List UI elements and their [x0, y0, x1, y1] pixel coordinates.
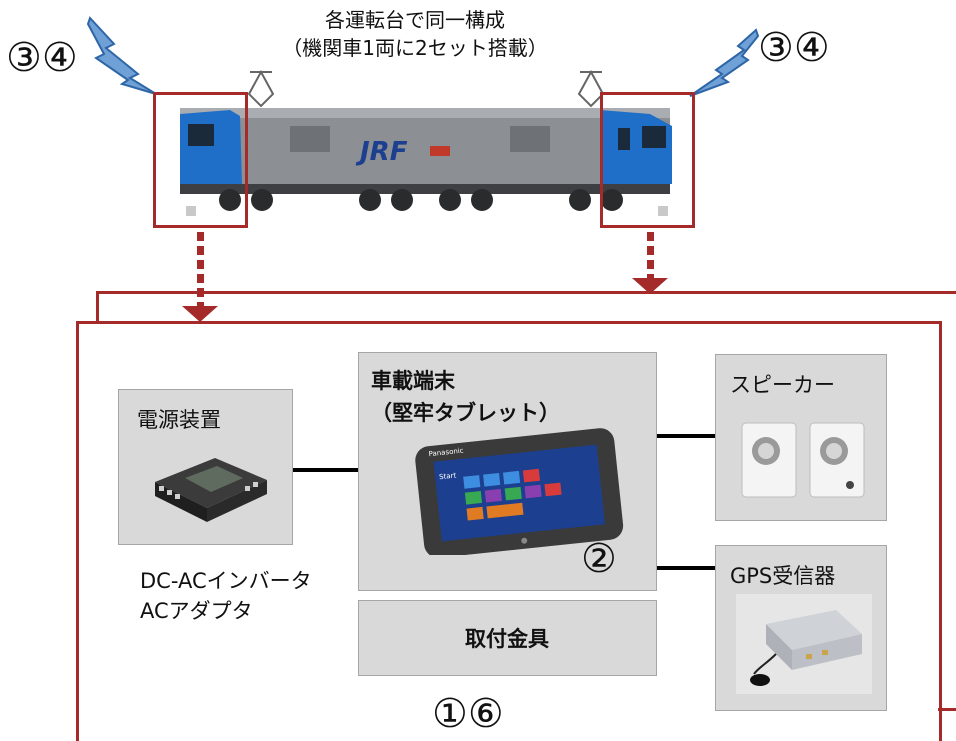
- wireless-signal-right-icon: [689, 28, 760, 97]
- wireless-signal-left-icon: [86, 16, 157, 95]
- power-unit-box: 電源装置: [118, 389, 293, 545]
- back-frame: [96, 291, 956, 321]
- top-caption: 各運転台で同一構成 （機関車1両に2セット搭載）: [250, 6, 580, 62]
- gps-label: GPS受信器: [730, 564, 836, 588]
- connector-left-dashed: [197, 232, 204, 308]
- gps-receiver-image: [736, 594, 872, 694]
- mount-box: 取付金具: [358, 600, 657, 676]
- antenna-label-left: ③④: [6, 35, 78, 81]
- power-unit-image: [155, 458, 267, 522]
- tablet-number: ②: [581, 536, 617, 582]
- tablet-title-line-2: （堅牢タブレット）: [371, 401, 560, 425]
- line-power-to-tablet: [293, 468, 358, 472]
- cab-frame-left: [153, 92, 248, 228]
- power-unit-title: 電源装置: [137, 408, 221, 432]
- arrowhead-right: [632, 278, 668, 294]
- locomotive-illustration: JRF: [180, 69, 672, 216]
- arrowhead-left: [182, 306, 218, 322]
- power-unit-sub-line-2: ACアダプタ: [140, 599, 253, 623]
- speaker-box: スピーカー: [715, 354, 887, 521]
- connector-right-dashed: [647, 232, 654, 280]
- front-frame: [76, 321, 942, 741]
- tablet-box: 車載端末 （堅牢タブレット） Start Panasonic ②: [358, 352, 657, 591]
- mount-label: 取付金具: [465, 627, 549, 651]
- caption-line-2: （機関車1両に2セット搭載）: [282, 36, 548, 60]
- speaker-label: スピーカー: [730, 373, 835, 397]
- system-number: ①⑥: [432, 691, 504, 737]
- line-tablet-to-gps: [657, 566, 715, 570]
- tablet-title-line-1: 車載端末: [371, 369, 455, 393]
- line-tablet-to-speaker: [657, 434, 715, 438]
- gps-box: GPS受信器: [715, 545, 887, 711]
- tablet-image: Start Panasonic: [415, 428, 624, 555]
- caption-line-1: 各運転台で同一構成: [325, 8, 505, 32]
- tablet-screen-title: Start: [439, 471, 457, 481]
- power-unit-sub-line-1: DC-ACインバータ: [140, 569, 312, 593]
- loco-logo: JRF: [355, 137, 408, 167]
- cab-frame-right: [600, 92, 695, 228]
- tablet-brand: Panasonic: [428, 447, 464, 459]
- back-frame-right-edge: [938, 708, 956, 711]
- antenna-label-right: ③④: [758, 25, 830, 71]
- speaker-image: [741, 422, 865, 498]
